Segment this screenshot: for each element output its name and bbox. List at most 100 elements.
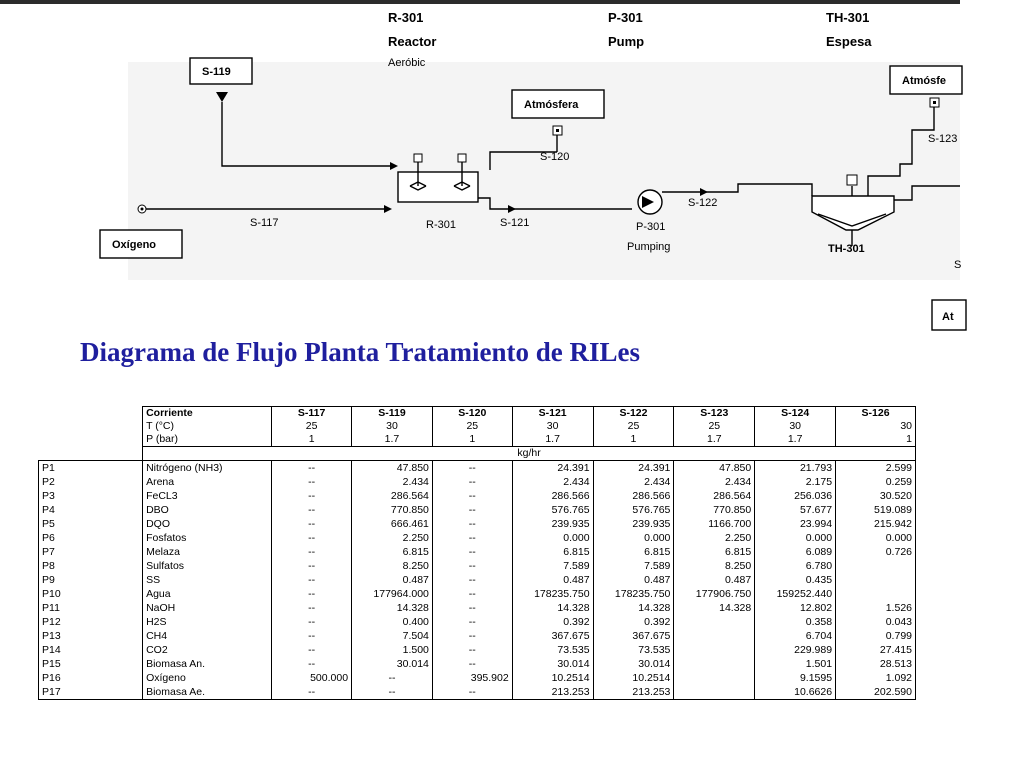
equipment-label-p301: P-301	[636, 221, 665, 233]
pump-icon	[642, 196, 654, 208]
arrow-icon	[700, 188, 708, 196]
flow-value-cell: 12.802	[754, 601, 837, 615]
component-id: P2	[37, 475, 144, 489]
component-name: H2S	[142, 615, 273, 629]
flow-value-cell: 286.566	[512, 489, 594, 503]
flow-value-cell: 9.1595	[754, 671, 837, 685]
component-id: P4	[37, 503, 144, 517]
p301-header-code: P-301	[608, 10, 643, 25]
r301-header-code: R-301	[388, 10, 423, 25]
stream-label-s120: S-120	[540, 151, 569, 163]
flow-value-cell: 666.461	[351, 517, 433, 531]
motor-icon	[846, 174, 858, 186]
flow-value-cell: 0.487	[593, 573, 675, 587]
flow-value-cell: 0.487	[351, 573, 433, 587]
flow-value-cell	[673, 643, 756, 657]
flow-value-cell: --	[271, 517, 353, 531]
equipment-label-pumping: Pumping	[627, 241, 670, 253]
flow-value-cell	[835, 573, 916, 587]
flow-value-cell	[835, 587, 916, 601]
component-name: FeCL3	[142, 489, 273, 503]
flow-value-cell: 6.815	[351, 545, 433, 559]
component-name: Sulfatos	[142, 559, 273, 573]
stream-label-s121: S-121	[500, 217, 529, 229]
stream-header: S-117	[271, 406, 353, 420]
flow-value-cell	[673, 615, 756, 629]
component-name: NaOH	[142, 601, 273, 615]
th301-header-code: TH-301	[826, 10, 869, 25]
component-id: P17	[37, 685, 144, 700]
flow-value-cell: --	[432, 460, 513, 475]
pressure-cell: 1.7	[673, 433, 756, 447]
flow-value-cell: --	[271, 559, 353, 573]
flow-value-cell: 14.328	[673, 601, 756, 615]
flow-value-cell: 770.850	[673, 503, 756, 517]
flow-value-cell: 256.036	[754, 489, 837, 503]
component-id: P10	[37, 587, 144, 601]
page-title: Diagrama de Flujo Planta Tratamiento de …	[80, 337, 640, 367]
right-bottom-box	[931, 299, 967, 331]
flow-value-cell: 213.253	[593, 685, 675, 700]
component-name: Oxígeno	[142, 671, 273, 685]
flow-value-cell: 178235.750	[593, 587, 675, 601]
flow-value-cell: 27.415	[835, 643, 916, 657]
component-name: Nitrógeno (NH3)	[142, 460, 273, 475]
flow-value-cell: 6.089	[754, 545, 837, 559]
component-id: P14	[37, 643, 144, 657]
flow-value-cell: --	[432, 601, 513, 615]
stream-header: S-121	[512, 406, 594, 420]
stream-s119-line	[221, 102, 390, 167]
flow-value-cell: --	[271, 587, 353, 601]
component-name: SS	[142, 573, 273, 587]
component-id: P3	[37, 489, 144, 503]
flow-value-cell	[673, 671, 756, 685]
flow-value-cell	[673, 657, 756, 671]
stream-header: S-119	[351, 406, 433, 420]
flow-value-cell: 14.328	[512, 601, 594, 615]
right-bottom-box-label: At	[942, 311, 954, 323]
header-row-pressure: P (bar) 1 1.7 1 1.7 1 1.7 1.7 1	[38, 433, 916, 447]
flow-value-cell: --	[432, 559, 513, 573]
flow-value-cell: 576.765	[512, 503, 594, 517]
component-name: CO2	[142, 643, 273, 657]
flow-value-cell: 0.043	[835, 615, 916, 629]
flow-value-cell: 1166.700	[673, 517, 756, 531]
component-name: Melaza	[142, 545, 273, 559]
flow-value-cell: 519.089	[835, 503, 916, 517]
stream-label-s117: S-117	[250, 217, 279, 229]
flow-value-cell: 286.564	[351, 489, 433, 503]
pressure-cell: 1	[432, 433, 513, 447]
th301-header-name: Espesa	[826, 34, 872, 49]
r301-header-name: Reactor	[388, 34, 436, 49]
flow-value-cell: 8.250	[673, 559, 756, 573]
pressure-cell: 1.7	[512, 433, 594, 447]
arrow-icon	[508, 205, 516, 213]
oxigeno-box-label: Oxígeno	[112, 239, 156, 251]
header-corriente: Corriente	[142, 406, 273, 420]
flow-value-cell: 14.328	[351, 601, 433, 615]
flow-value-cell: 1.092	[835, 671, 916, 685]
flow-value-cell: 7.589	[512, 559, 594, 573]
stream-header: S-123	[673, 406, 756, 420]
flow-value-cell: 7.504	[351, 629, 433, 643]
component-name: Agua	[142, 587, 273, 601]
stream-header: S-120	[432, 406, 513, 420]
flow-value-cell: 177964.000	[351, 587, 433, 601]
flow-value-cell: 367.675	[512, 629, 594, 643]
flow-value-cell: 0.799	[835, 629, 916, 643]
flow-value-cell: 6.780	[754, 559, 837, 573]
flow-value-cell: 10.6626	[754, 685, 837, 700]
flow-value-cell: --	[432, 685, 513, 700]
oxigeno-box	[99, 229, 183, 259]
flow-value-cell: 6.815	[593, 545, 675, 559]
flow-value-cell: 30.014	[351, 657, 433, 671]
flow-value-cell	[835, 559, 916, 573]
flow-value-cell: 73.535	[512, 643, 594, 657]
flow-value-cell: 2.434	[512, 475, 594, 489]
